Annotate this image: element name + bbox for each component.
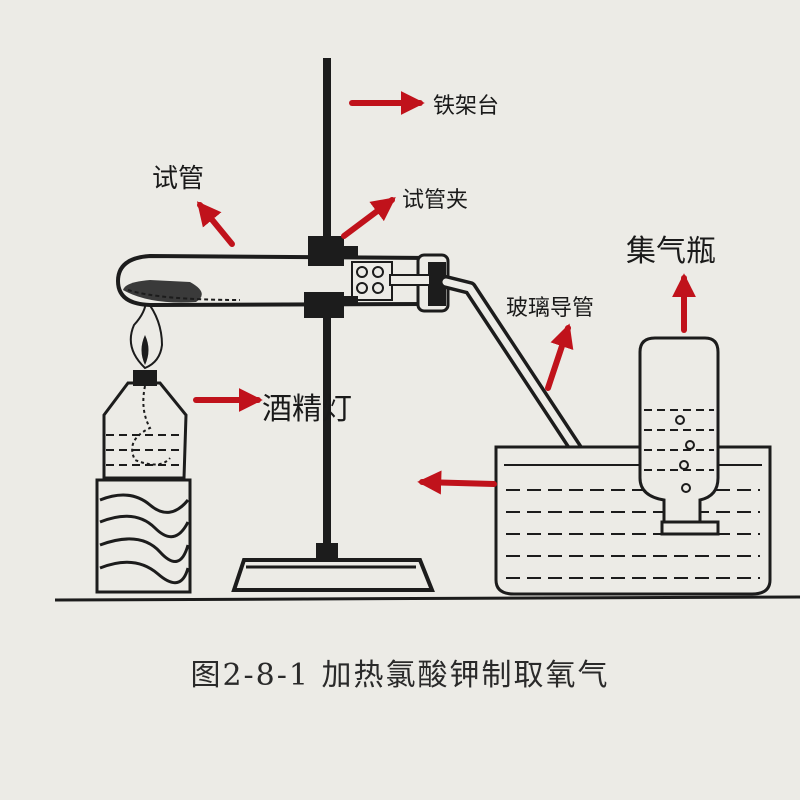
label-gas-bottle: 集气瓶: [626, 234, 716, 269]
label-tube-clamp: 试管夹: [402, 188, 469, 213]
pointer-arrows: [193, 91, 696, 495]
arrow-water-trough: [417, 470, 497, 495]
wood-block: [95, 478, 192, 594]
alcohol-lamp: [102, 297, 188, 480]
water-trough: [494, 445, 772, 596]
iron-stand: [231, 58, 435, 592]
arrow-tube-clamp: [341, 197, 396, 239]
label-alcohol-lamp: 酒精灯: [262, 392, 352, 427]
arrow-test-tube: [196, 201, 235, 247]
tube-clamp: [304, 236, 358, 318]
arrow-glass-tube: [545, 323, 574, 391]
label-glass-tube: 玻璃导管: [506, 296, 595, 321]
gas-bottle: [638, 336, 720, 536]
test-tube: [115, 253, 450, 313]
label-iron-stand: 铁架台: [433, 94, 500, 119]
label-test-tube: 试管: [152, 164, 205, 194]
figure-caption: 图2-8-1 加热氯酸钾制取氧气: [190, 658, 610, 693]
table-line: [54, 595, 800, 602]
